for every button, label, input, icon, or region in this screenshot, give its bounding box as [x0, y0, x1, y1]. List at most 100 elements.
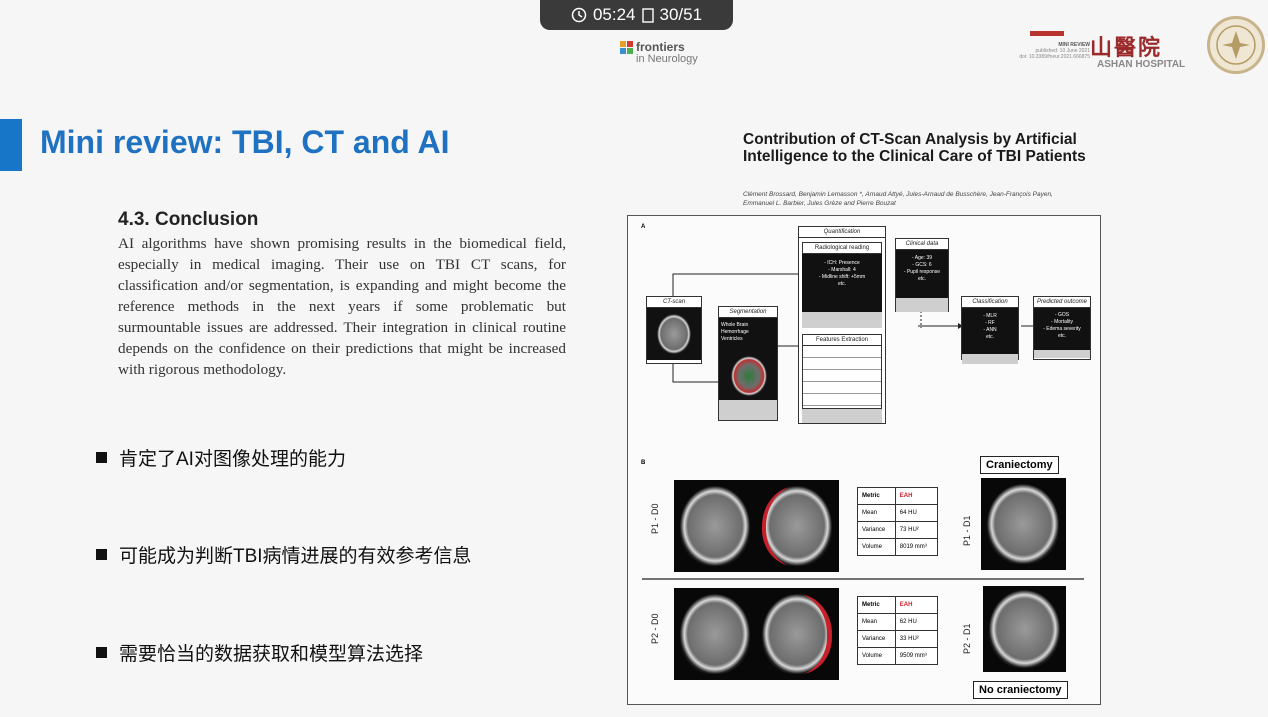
metric-name: Variance [857, 521, 896, 539]
article-meta: MINI REVIEW published: 10 June 2021 doi:… [990, 42, 1090, 60]
class-item: etc. [985, 334, 995, 340]
radiological-stats [802, 312, 882, 328]
p1-d1-label: P1 - D1 [962, 515, 972, 546]
metric-name: Volume [857, 538, 896, 556]
p2-d0-images [674, 588, 839, 680]
clin-item: - GCS: 6 [912, 262, 932, 268]
ct-scan-box: CT-scan [646, 296, 702, 364]
metric-name: Volume [857, 647, 896, 665]
class-item: - RF [985, 320, 995, 326]
metric-header: Metric [857, 596, 896, 614]
bullet-text: 可能成为判断TBI病情进展的有效参考信息 [119, 546, 472, 567]
rad-item: - Midline shift: +5mm [818, 274, 866, 280]
metric-value: 73 HU² [894, 521, 939, 539]
paper-title: Contribution of CT-Scan Analysis by Arti… [743, 131, 1086, 165]
radiological-reading-items: - ICH: Presence - Marshall: 4 - Midline … [802, 254, 882, 312]
article-type: MINI REVIEW [1058, 42, 1090, 48]
classification-label: Classification [962, 297, 1018, 308]
clin-item: - Pupil response [903, 269, 941, 275]
ct-slice [680, 594, 750, 674]
p1-d0-label: P1 - D0 [650, 503, 660, 534]
features-table [802, 346, 882, 409]
clock-icon [571, 7, 587, 23]
page-icon [641, 7, 654, 23]
seg-item: Hemorrhage [721, 329, 749, 335]
bullet-item: 可能成为判断TBI病情进展的有效参考信息 [96, 541, 472, 568]
bullet-square-icon [96, 549, 107, 560]
pred-item: - GOS [1054, 312, 1070, 318]
eah-header: EAH [894, 487, 939, 505]
bullet-item: 肯定了AI对图像处理的能力 [96, 444, 346, 471]
segmentation-box: Segmentation Whole Brain Hemorrhage Vent… [718, 306, 778, 421]
classification-stats [962, 354, 1018, 364]
clin-item: - Age: 39 [911, 255, 932, 261]
paper-figure: A B CT-scan Segmentation Whole Brain Hem… [627, 215, 1101, 705]
rad-item: - ICH: Presence [824, 260, 860, 266]
segmentation-stats [719, 400, 777, 420]
metric-value: 64 HU [894, 504, 939, 522]
ct-slice [680, 486, 750, 566]
title-accent-bar [0, 119, 22, 171]
radiological-reading-label: Radiological reading [802, 242, 882, 254]
class-item: - MLR [983, 313, 997, 319]
predicted-stats [1034, 350, 1090, 358]
recording-bar: 05:24 30/51 [540, 0, 733, 30]
article-meta-line: published: 10 June 2021 [1035, 48, 1091, 54]
features-extraction-label: Features Extraction [802, 334, 882, 346]
seg-item: Ventricles [721, 336, 743, 342]
predicted-outcome-box: Predicted outcome - GOS - Mortality - Ed… [1033, 296, 1091, 360]
bullet-text: 需要恰当的数据获取和模型算法选择 [119, 644, 424, 665]
hospital-name-en: ASHAN HOSPITAL [1097, 59, 1186, 70]
pred-item: etc. [1057, 333, 1067, 339]
no-craniectomy-tag: No craniectomy [973, 681, 1068, 699]
predicted-outcome-label: Predicted outcome [1034, 297, 1090, 308]
pred-item: - Edema severity [1043, 326, 1081, 332]
metric-value: 8019 mm³ [894, 538, 939, 556]
clinical-data-items: - Age: 39 - GCS: 6 - Pupil response etc. [896, 250, 948, 298]
ct-scan-image [647, 308, 701, 360]
metric-name: Mean [857, 613, 896, 631]
recording-time: 05:24 [592, 5, 636, 24]
journal-logo: frontiers in Neurology [620, 40, 740, 70]
ct-slice-segmented [762, 486, 832, 566]
panel-b-label: B [641, 460, 646, 466]
section-body: AI algorithms have shown promising resul… [118, 235, 566, 378]
p2-d0-label: P2 - D0 [650, 613, 660, 644]
predicted-outcome-items: - GOS - Mortality - Edema severity etc. [1034, 308, 1090, 350]
journal-name: frontiers [636, 40, 685, 54]
ct-slice-segmented [762, 594, 832, 674]
p2-d1-label: P2 - D1 [962, 623, 972, 654]
ct-scan-label: CT-scan [647, 297, 701, 308]
page-counter: 30/51 [659, 5, 703, 24]
hospital-name-cn: 山醫院 [1090, 35, 1163, 61]
p1-d0-images [674, 480, 839, 572]
bullet-item: 需要恰当的数据获取和模型算法选择 [96, 639, 423, 666]
segmentation-image [719, 352, 777, 400]
journal-red-mark [1030, 31, 1064, 36]
quantification-box: Quantification Radiological reading - IC… [798, 226, 886, 424]
metric-value: 9509 mm³ [894, 647, 939, 665]
eah-header: EAH [894, 596, 939, 614]
bullet-square-icon [96, 647, 107, 658]
panel-a-label: A [641, 224, 646, 230]
segmentation-label: Segmentation [719, 307, 777, 318]
craniectomy-tag: Craniectomy [980, 456, 1059, 474]
rad-item: etc. [837, 281, 847, 287]
article-meta-line: doi: 10.3389/fneur.2021.666875 [1019, 54, 1090, 60]
metric-value: 62 HU [894, 613, 939, 631]
metric-value: 33 HU² [894, 630, 939, 648]
p2-d1-image [983, 586, 1066, 672]
ct-slice [989, 590, 1060, 668]
quantification-label: Quantification [799, 227, 885, 238]
journal-subtitle: in Neurology [636, 53, 698, 65]
clinical-data-label: Clinical data [896, 239, 948, 250]
clinical-stats [896, 298, 948, 312]
paper-authors: Clément Brossard, Benjamin Lemasson *, A… [743, 191, 1053, 207]
metric-name: Variance [857, 630, 896, 648]
metric-header: Metric [857, 487, 896, 505]
ct-slice [987, 484, 1059, 564]
clinical-data-box: Clinical data - Age: 39 - GCS: 6 - Pupil… [895, 238, 949, 312]
rad-item: - Marshall: 4 [828, 267, 856, 273]
